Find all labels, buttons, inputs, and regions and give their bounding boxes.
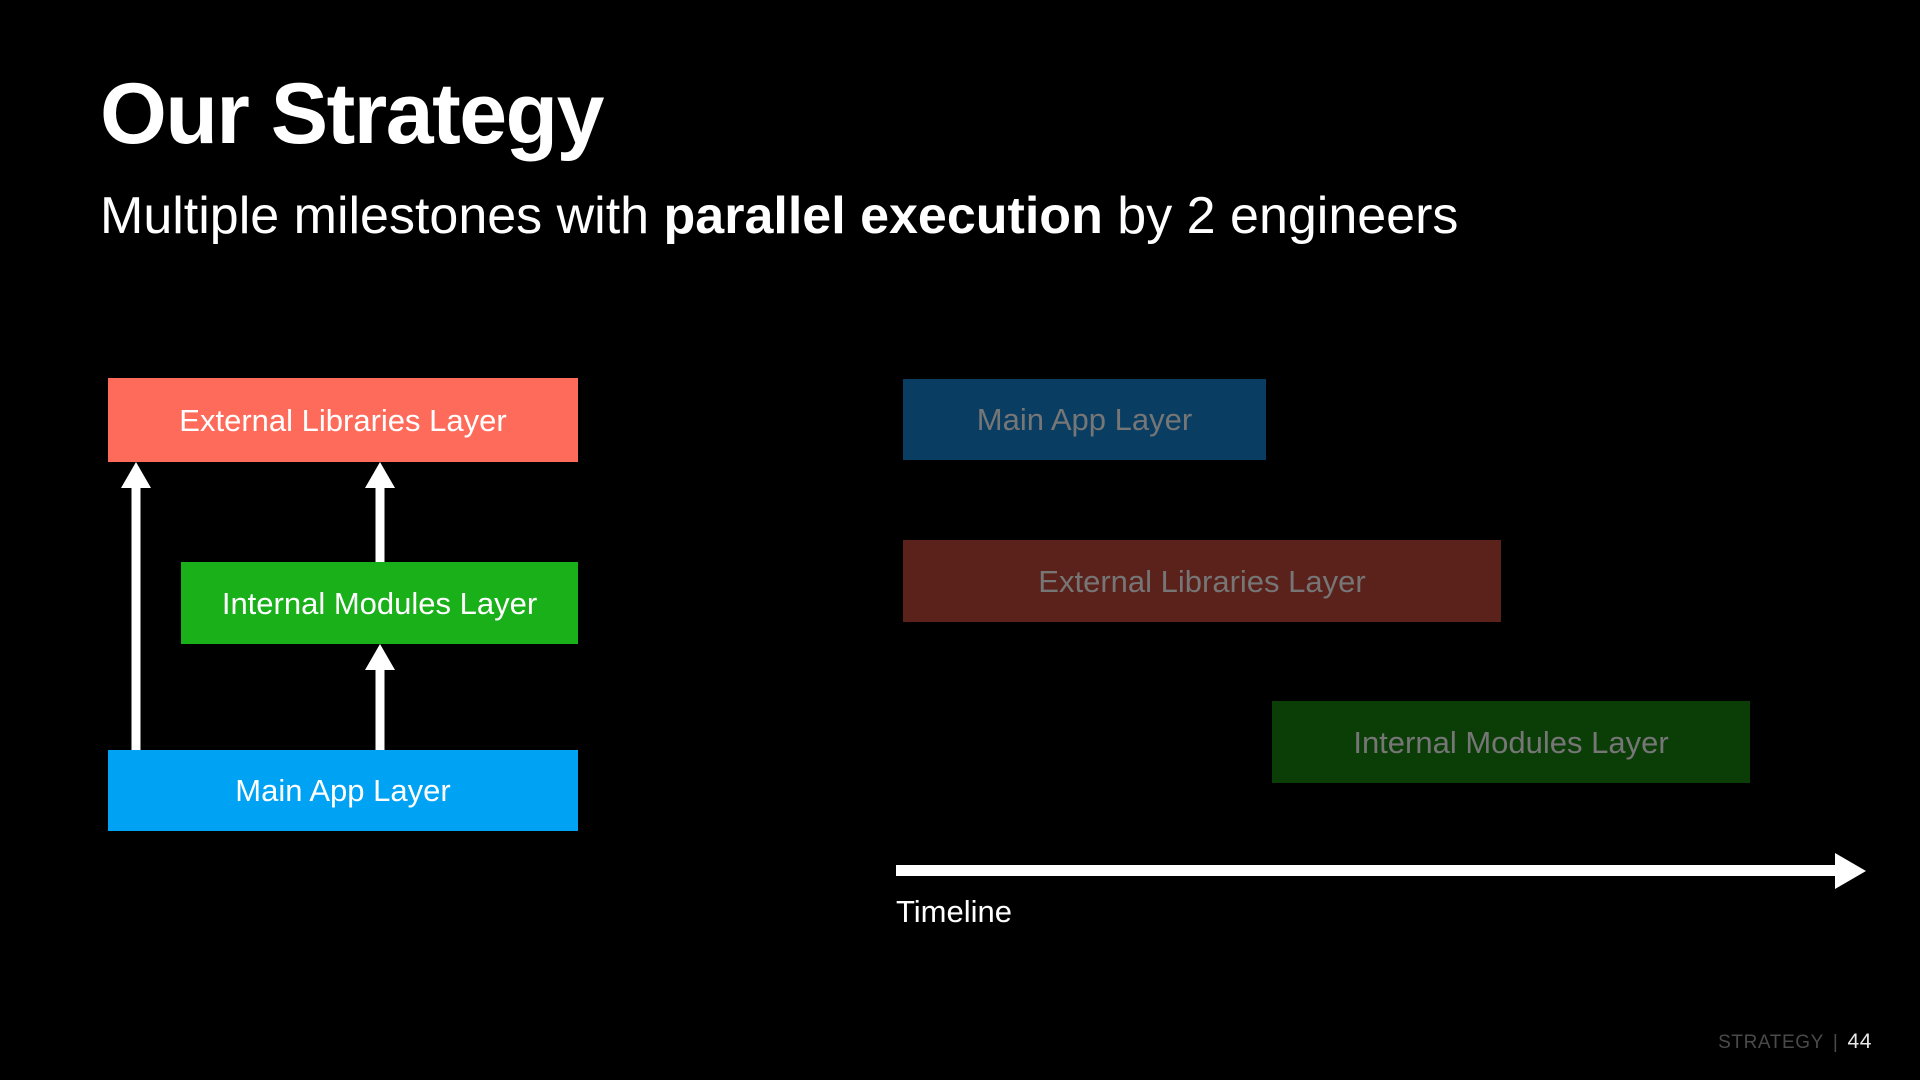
timeline-block-main-app[interactable]: Main App Layer <box>903 379 1266 460</box>
page-title: Our Strategy <box>100 66 604 162</box>
arrow-shaft <box>375 484 385 562</box>
timeline-block-external-libraries[interactable]: External Libraries Layer <box>903 540 1501 622</box>
layer-box-main-app[interactable]: Main App Layer <box>108 750 578 831</box>
arrow-up-icon-main-app-to-internal-modules <box>365 644 395 750</box>
layer-box-internal-modules[interactable]: Internal Modules Layer <box>181 562 578 644</box>
arrow-up-icon-internal-modules-to-external-libraries <box>365 462 395 562</box>
footer-section-label: STRATEGY <box>1718 1032 1824 1053</box>
timeline-block-internal-modules[interactable]: Internal Modules Layer <box>1272 701 1750 783</box>
arrowhead-icon <box>365 462 395 488</box>
footer: STRATEGY | 44 <box>1718 1031 1872 1052</box>
footer-page-number: 44 <box>1847 1030 1872 1053</box>
timeline-axis-line <box>896 865 1835 876</box>
arrowhead-icon <box>121 462 151 488</box>
arrow-shaft <box>131 484 141 750</box>
layer-box-external-libraries[interactable]: External Libraries Layer <box>108 378 578 462</box>
footer-separator: | <box>1832 1032 1839 1053</box>
page-subtitle: Multiple milestones with parallel execut… <box>100 190 1458 242</box>
subtitle-text-before: Multiple milestones with <box>100 187 664 245</box>
layer-dependency-diagram: External Libraries Layer Internal Module… <box>0 0 760 1080</box>
arrow-shaft <box>375 666 385 750</box>
timeline-axis-label: Timeline <box>896 894 1012 929</box>
subtitle-text-after: by 2 engineers <box>1102 187 1459 245</box>
arrow-up-icon-main-app-to-external-libraries <box>121 462 151 750</box>
arrowhead-icon <box>365 644 395 670</box>
arrow-right-icon <box>1835 853 1866 889</box>
subtitle-emphasis: parallel execution <box>663 187 1103 245</box>
